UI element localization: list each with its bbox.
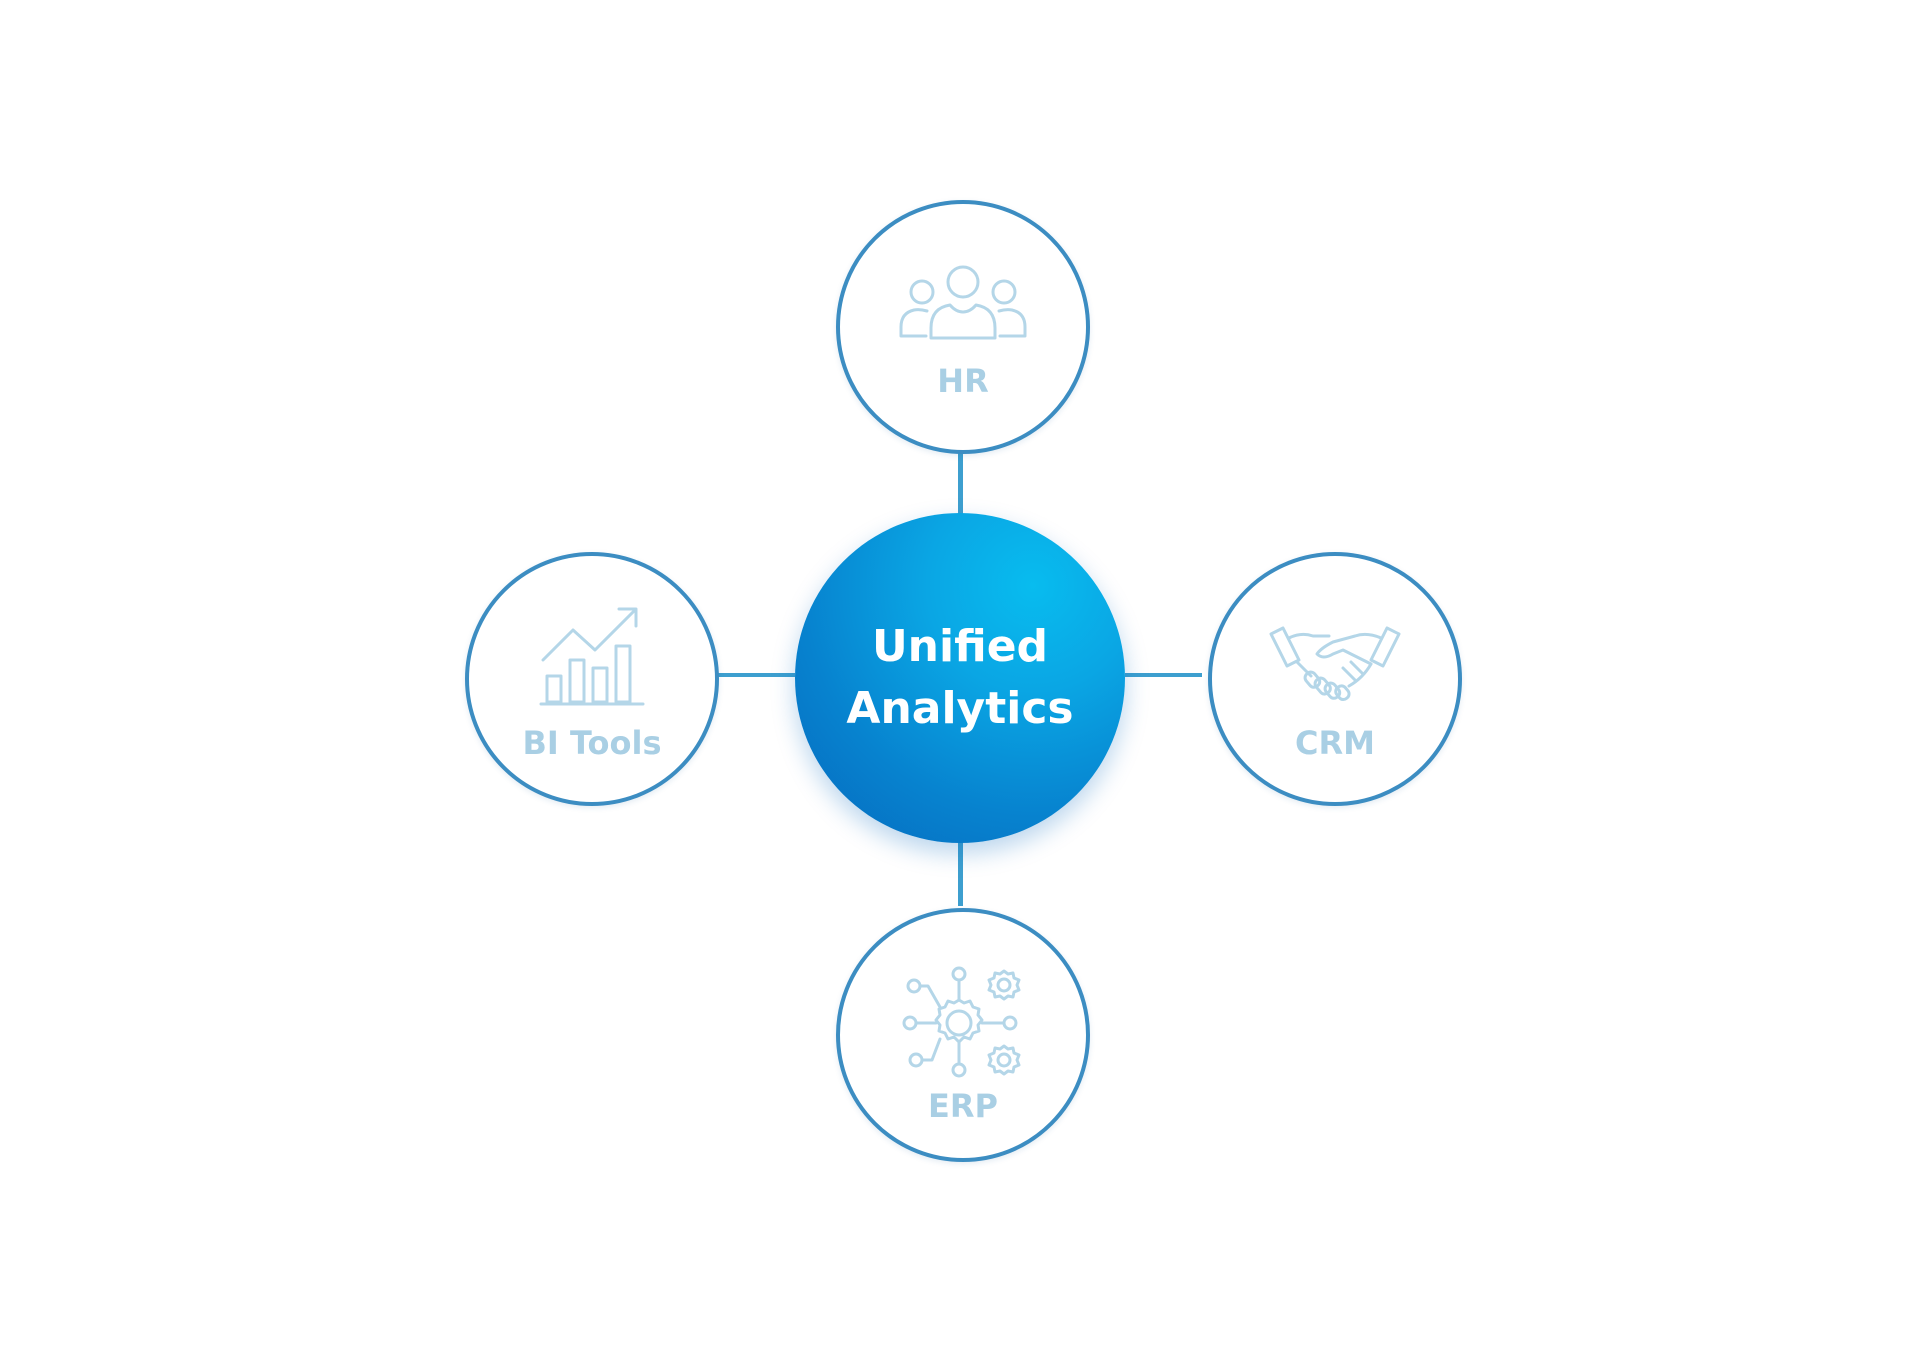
handshake-icon bbox=[1267, 620, 1403, 708]
node-crm: CRM bbox=[1208, 552, 1462, 806]
node-label-bi-tools: BI Tools bbox=[522, 724, 662, 762]
node-label-crm: CRM bbox=[1295, 724, 1375, 762]
central-hub: Unified Analytics bbox=[795, 513, 1125, 843]
node-erp: ERP bbox=[836, 908, 1090, 1162]
node-hr: HR bbox=[836, 200, 1090, 454]
node-bi-tools: BI Tools bbox=[465, 552, 719, 806]
bar-chart-trend-icon bbox=[537, 600, 647, 714]
gears-network-icon bbox=[898, 962, 1028, 1088]
connector-hub-to-erp bbox=[958, 842, 963, 906]
people-group-icon bbox=[898, 264, 1028, 348]
connector-hub-to-hr bbox=[958, 450, 963, 514]
hub-label: Unified Analytics bbox=[846, 621, 1074, 734]
node-label-hr: HR bbox=[937, 362, 989, 400]
connector-hub-to-crm bbox=[1125, 673, 1202, 677]
node-label-erp: ERP bbox=[928, 1087, 998, 1125]
connector-hub-to-bi-tools bbox=[718, 673, 795, 677]
